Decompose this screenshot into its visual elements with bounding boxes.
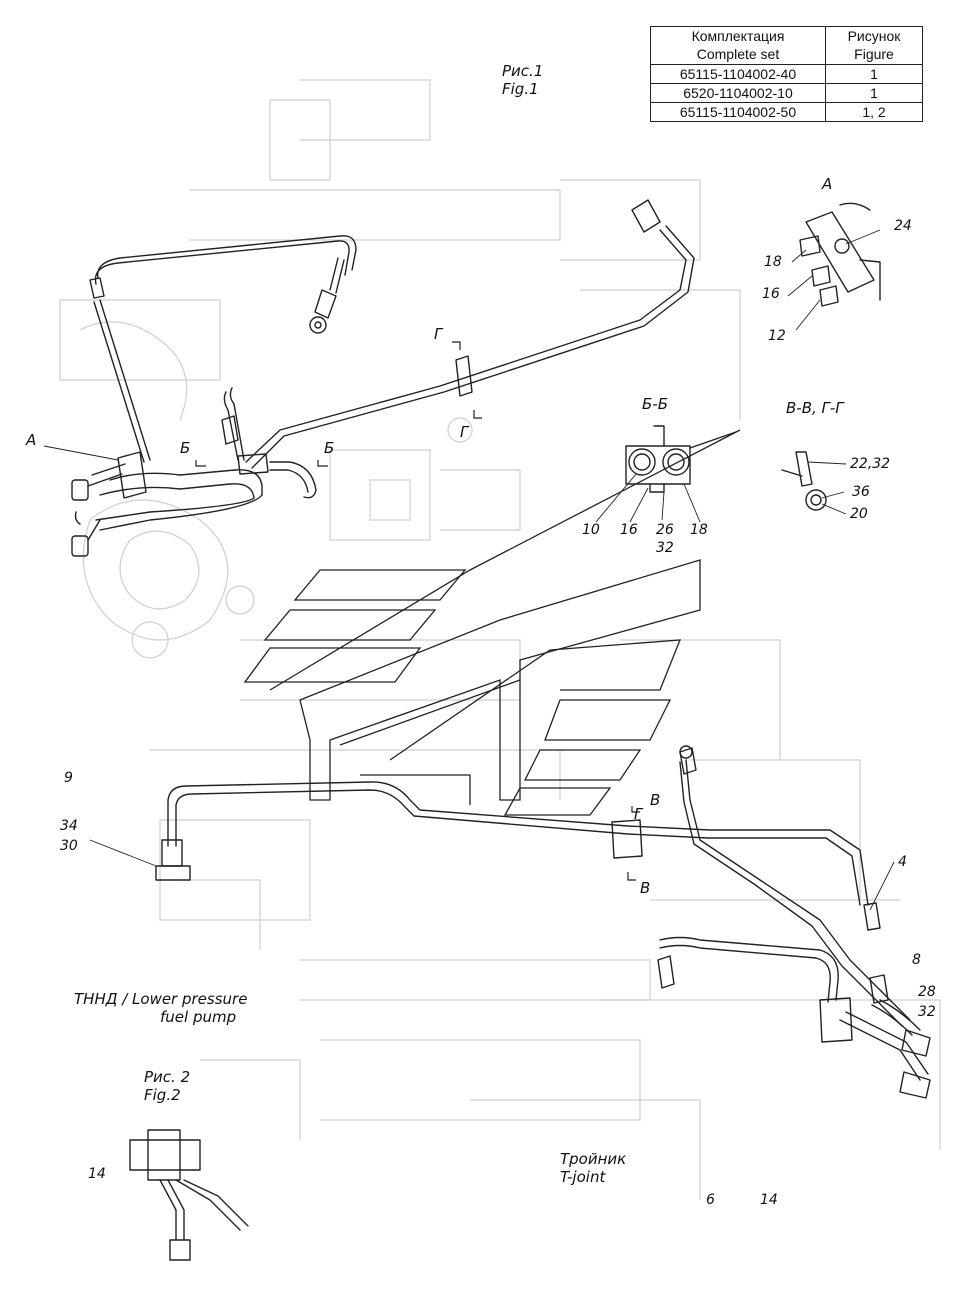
callout-16: 16 xyxy=(762,286,780,302)
pump-caption: ТННД / Lower pressure fuel pump xyxy=(74,990,248,1026)
callout-10: 10 xyxy=(582,522,600,538)
callout-14-fig2: 14 xyxy=(88,1166,106,1182)
section-mark-g-bottom: Г xyxy=(460,423,469,441)
callout-32-lower: 32 xyxy=(918,1004,936,1020)
callout-18: 18 xyxy=(764,254,782,270)
callout-32: 32 xyxy=(656,540,674,556)
callout-34: 34 xyxy=(60,818,78,834)
figure-2-title: Рис. 2 Fig.2 xyxy=(144,1068,191,1104)
callout-36: 36 xyxy=(852,484,870,500)
callout-24: 24 xyxy=(894,218,912,234)
table-cell-set: 6520-1104002-10 xyxy=(650,83,826,103)
view-bb-title: Б-Б xyxy=(642,395,668,413)
callout-8: 8 xyxy=(912,952,921,968)
view-a-title: А xyxy=(822,175,833,193)
table-cell-set: 65115-1104002-50 xyxy=(650,102,826,122)
callout-20: 20 xyxy=(850,506,868,522)
kamaz-logo-mark xyxy=(243,429,741,816)
table-header-set: Комплектация Complete set xyxy=(650,26,826,65)
leader-lines xyxy=(43,229,901,1011)
callout-22-32: 22,32 xyxy=(850,456,891,472)
table-row: 65115-1104002-40 1 xyxy=(650,64,923,84)
view-vv-gg-title: В-В, Г-Г xyxy=(786,399,844,417)
section-mark-a: А xyxy=(26,431,37,449)
section-mark-b-right: Б xyxy=(324,439,335,457)
section-markers xyxy=(195,341,640,881)
table-header-figure: Рисунок Figure xyxy=(825,26,923,65)
fuel-pipes xyxy=(71,199,931,1261)
section-mark-g-lower: Г xyxy=(634,805,643,823)
table-header-row: Комплектация Complete set Рисунок Figure xyxy=(650,26,923,65)
section-mark-b-left: Б xyxy=(180,439,191,457)
callout-4: 4 xyxy=(898,854,907,870)
table-cell-figure: 1, 2 xyxy=(825,102,923,122)
callout-6: 6 xyxy=(706,1192,715,1208)
callout-16-bb: 16 xyxy=(620,522,638,538)
complete-set-table: Комплектация Complete set Рисунок Figure… xyxy=(650,26,923,122)
section-mark-v-top: В xyxy=(650,791,661,809)
table-cell-set: 65115-1104002-40 xyxy=(650,64,826,84)
callout-9: 9 xyxy=(64,770,73,786)
callout-14: 14 xyxy=(760,1192,778,1208)
engine-background xyxy=(59,79,941,1200)
section-mark-g-top: Г xyxy=(434,325,443,343)
table-row: 6520-1104002-10 1 xyxy=(650,83,923,103)
callout-28: 28 xyxy=(918,984,936,1000)
table-cell-figure: 1 xyxy=(825,83,923,103)
callout-26: 26 xyxy=(656,522,674,538)
figure-1-title: Рис.1 Fig.1 xyxy=(502,62,544,98)
callout-12: 12 xyxy=(768,328,786,344)
table-row: 65115-1104002-50 1, 2 xyxy=(650,102,923,122)
tjoint-caption: Тройник T-joint xyxy=(560,1150,627,1186)
callout-18-bb: 18 xyxy=(690,522,708,538)
section-mark-v-bottom: В xyxy=(640,879,651,897)
callout-30: 30 xyxy=(60,838,78,854)
table-cell-figure: 1 xyxy=(825,64,923,84)
